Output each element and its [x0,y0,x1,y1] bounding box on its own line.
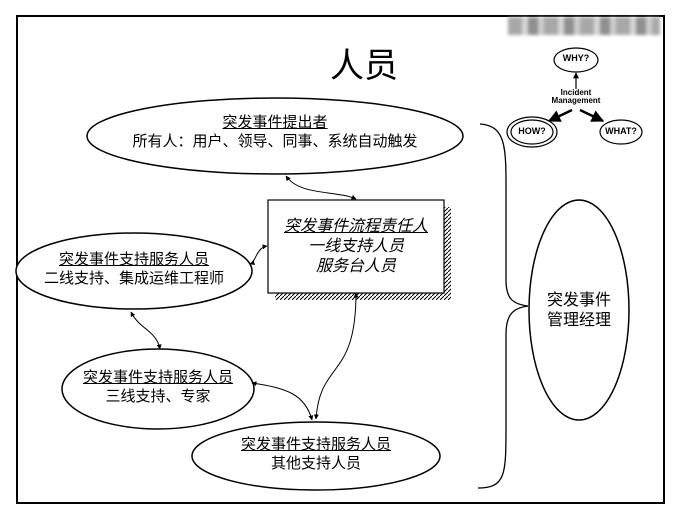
mini-arrow-how [547,108,573,123]
mini-what-label: WHAT? [605,126,637,136]
tier3-node: 突发事件支持服务人员 三线支持、专家 [62,368,254,406]
manager-line2: 管理经理 [546,310,611,329]
mini-center-label: Incident Management [544,88,608,106]
page-title: 人员 [330,46,398,86]
other-heading: 突发事件支持服务人员 [240,435,391,453]
originator-heading: 突发事件提出者 [222,113,328,131]
owner-box [267,199,445,294]
mini-how-ring [506,116,558,148]
other-detail: 其他支持人员 [270,453,361,472]
tier2-heading: 突发事件支持服务人员 [58,250,209,268]
owner-line2: 一线支持人员 [307,236,404,255]
slide-frame [16,15,665,504]
mini-how-label: HOW? [518,126,546,136]
connector-tier2-tier3 [130,311,162,350]
mini-why-label: WHY? [562,53,590,63]
tier2-node: 突发事件支持服务人员 二线支持、集成运维工程师 [14,250,254,288]
originator-ellipse [86,97,464,175]
manager-ellipse [528,199,630,421]
originator-node: 突发事件提出者 所有人：用户、领导、同事、系统自动触发 [95,113,455,151]
connector-tier3-other [251,381,314,421]
owner-line1: 突发事件流程责任人 [283,216,428,235]
originator-detail: 所有人：用户、领导、同事、系统自动触发 [132,131,418,150]
owner-node: 突发事件流程责任人 一线支持人员 服务台人员 [268,216,444,276]
blurred-logo [508,17,660,35]
other-node: 突发事件支持服务人员 其他支持人员 [196,435,436,473]
owner-line3: 服务台人员 [315,256,396,275]
manager-line1: 突发事件 [546,290,611,309]
mini-why-ellipse [553,47,599,73]
other-ellipse [191,421,441,491]
tier2-ellipse [15,232,253,310]
mini-what-ellipse [599,119,643,145]
connector-owner-other [313,292,359,420]
tier2-detail: 二线支持、集成运维工程师 [43,268,224,287]
tier3-detail: 三线支持、专家 [105,386,211,405]
manager-brace [477,123,529,489]
mini-how-ellipse [510,119,554,145]
connector-originator-owner [285,175,357,200]
manager-node: 突发事件 管理经理 [529,290,629,330]
mini-arrow-what [579,108,605,123]
connector-owner-tier2 [249,244,268,265]
tier3-heading: 突发事件支持服务人员 [82,368,233,386]
